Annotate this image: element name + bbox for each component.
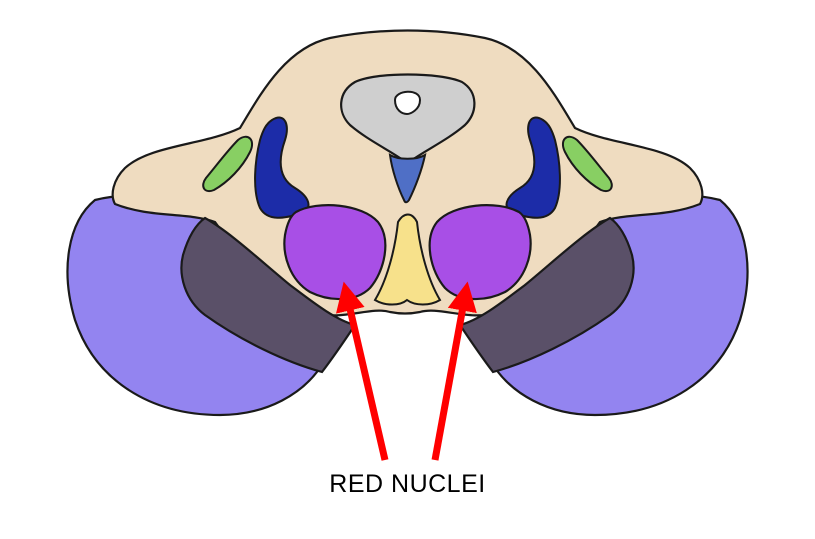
- substantia-nigra-right: [458, 216, 635, 374]
- lateral-lemniscus-left: [202, 135, 254, 192]
- cerebral-aqueduct: [393, 90, 422, 116]
- red-nuclei-label: RED NUCLEI: [329, 470, 486, 498]
- substantia-nigra-left: [180, 216, 357, 374]
- arrow-left: [335, 281, 389, 461]
- periaqueductal-gray: [340, 73, 476, 163]
- red-nucleus-right: [428, 204, 532, 301]
- dorsal-raphe: [388, 152, 427, 204]
- interpeduncular-nucleus: [373, 213, 442, 306]
- lateral-lemniscus-right: [561, 135, 613, 192]
- arrow-right: [431, 281, 477, 461]
- red-nucleus-left: [283, 204, 387, 301]
